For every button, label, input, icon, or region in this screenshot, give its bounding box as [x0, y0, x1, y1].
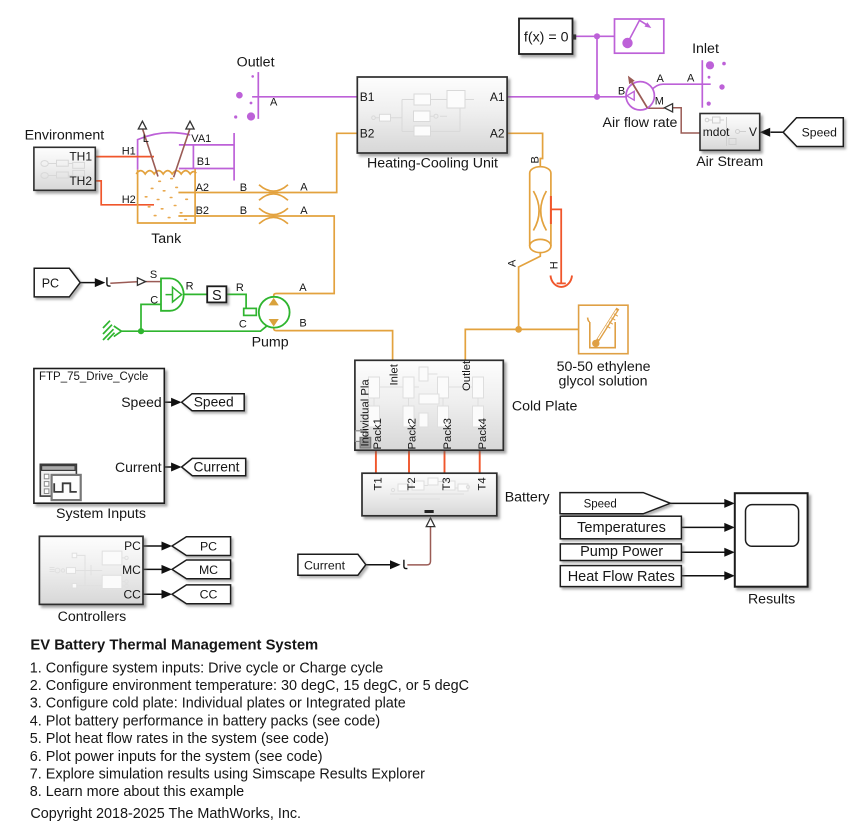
svg-text:H: H: [549, 261, 561, 269]
svg-text:Controllers: Controllers: [58, 609, 127, 625]
svg-text:S: S: [212, 288, 222, 304]
svg-text:T2: T2: [406, 477, 418, 490]
svg-text:A: A: [687, 73, 695, 85]
svg-text:VA1: VA1: [191, 133, 211, 145]
svg-text:50-50 ethylene: 50-50 ethylene: [557, 359, 651, 375]
svg-text:A2: A2: [196, 182, 209, 194]
svg-text:A: A: [300, 182, 308, 194]
svg-text:7. Explore simulation results: 7. Explore simulation results using Sims…: [30, 767, 425, 783]
svg-text:Environment: Environment: [25, 128, 105, 144]
svg-text:Pack1: Pack1: [372, 418, 384, 449]
svg-text:4. Plot battery performance in: 4. Plot battery performance in battery p…: [30, 713, 380, 729]
svg-text:Results: Results: [748, 592, 795, 608]
svg-text:A2: A2: [490, 126, 505, 140]
svg-text:C: C: [239, 318, 247, 330]
svg-text:Air flow rate: Air flow rate: [603, 115, 678, 131]
svg-text:A: A: [507, 259, 519, 267]
svg-text:mdot: mdot: [703, 125, 730, 139]
svg-text:Outlet: Outlet: [461, 360, 473, 391]
svg-text:Inlet: Inlet: [692, 41, 719, 57]
svg-text:Cold Plate: Cold Plate: [512, 399, 578, 415]
svg-text:B: B: [299, 317, 306, 329]
svg-text:MC: MC: [199, 563, 218, 577]
svg-text:V: V: [749, 125, 757, 139]
svg-text:Copyright 2018-2025 The MathWo: Copyright 2018-2025 The MathWorks, Inc.: [30, 806, 301, 822]
svg-text:PC: PC: [124, 539, 141, 553]
svg-text:3. Configure cold plate: Indiv: 3. Configure cold plate: Individual plat…: [30, 696, 406, 712]
svg-text:Outlet: Outlet: [237, 54, 275, 70]
svg-text:C: C: [150, 294, 158, 306]
svg-text:R: R: [186, 281, 194, 293]
svg-text:A: A: [299, 282, 307, 294]
svg-text:PC: PC: [200, 539, 217, 553]
svg-text:B2: B2: [196, 205, 209, 217]
svg-text:Pack4: Pack4: [477, 418, 489, 449]
svg-text:B: B: [240, 205, 247, 217]
svg-text:Individual Pla: Individual Pla: [360, 379, 372, 447]
svg-text:T4: T4: [477, 477, 489, 490]
svg-text:Pack3: Pack3: [442, 418, 454, 449]
svg-text:MC: MC: [122, 563, 141, 577]
svg-text:Current: Current: [304, 558, 346, 572]
svg-text:B1: B1: [360, 90, 375, 104]
svg-text:PC: PC: [42, 276, 59, 290]
svg-text:Tank: Tank: [151, 231, 182, 247]
svg-text:A: A: [300, 205, 308, 217]
svg-text:Temperatures: Temperatures: [577, 520, 666, 536]
svg-text:Speed: Speed: [194, 395, 234, 410]
svg-text:Heat Flow Rates: Heat Flow Rates: [568, 569, 675, 585]
svg-text:Current: Current: [115, 459, 162, 475]
svg-text:Speed: Speed: [121, 394, 161, 410]
svg-text:Air Stream: Air Stream: [696, 154, 763, 170]
svg-text:2. Configure environment tempe: 2. Configure environment temperature: 30…: [30, 678, 469, 694]
svg-text:f(x) = 0: f(x) = 0: [524, 29, 569, 45]
svg-text:8. Learn more about this examp: 8. Learn more about this example: [30, 784, 244, 800]
svg-text:B: B: [530, 156, 542, 163]
svg-text:T1: T1: [372, 477, 384, 490]
svg-text:A: A: [270, 96, 278, 108]
svg-text:T3: T3: [441, 477, 453, 490]
svg-text:System Inputs: System Inputs: [56, 506, 146, 522]
svg-text:Heating-Cooling Unit: Heating-Cooling Unit: [367, 156, 498, 172]
svg-text:Inlet: Inlet: [389, 363, 401, 385]
svg-text:EV Battery Thermal Management: EV Battery Thermal Management System: [30, 638, 318, 654]
svg-text:A: A: [657, 73, 665, 85]
svg-text:B: B: [240, 182, 247, 194]
svg-text:Speed: Speed: [802, 126, 837, 140]
svg-text:H2: H2: [122, 194, 136, 206]
svg-text:Speed: Speed: [584, 498, 617, 510]
svg-text:L: L: [143, 133, 149, 145]
svg-text:M: M: [655, 95, 664, 107]
svg-text:B2: B2: [360, 126, 375, 140]
svg-text:TH2: TH2: [69, 174, 92, 188]
svg-text:Pack2: Pack2: [407, 418, 419, 449]
svg-text:Pump: Pump: [252, 335, 289, 351]
svg-text:glycol solution: glycol solution: [558, 373, 647, 389]
svg-text:B1: B1: [197, 156, 210, 168]
svg-text:B: B: [618, 85, 625, 97]
svg-text:FTP_75_Drive_Cycle: FTP_75_Drive_Cycle: [39, 371, 148, 383]
svg-text:S: S: [150, 269, 157, 281]
svg-text:6. Plot power inputs for the s: 6. Plot power inputs for the system (see…: [30, 749, 323, 765]
svg-text:Battery: Battery: [505, 490, 551, 506]
svg-text:5. Plot heat flow rates in the: 5. Plot heat flow rates in the system (s…: [30, 731, 329, 747]
svg-text:Pump Power: Pump Power: [580, 544, 663, 560]
svg-text:A1: A1: [490, 90, 505, 104]
svg-text:Current: Current: [193, 459, 239, 474]
svg-text:R: R: [236, 282, 244, 294]
svg-text:H1: H1: [122, 145, 136, 157]
svg-text:CC: CC: [200, 588, 218, 602]
svg-text:TH1: TH1: [69, 149, 92, 163]
svg-text:1. Configure system inputs: Dr: 1. Configure system inputs: Drive cycle …: [30, 660, 384, 676]
svg-text:CC: CC: [123, 587, 141, 601]
